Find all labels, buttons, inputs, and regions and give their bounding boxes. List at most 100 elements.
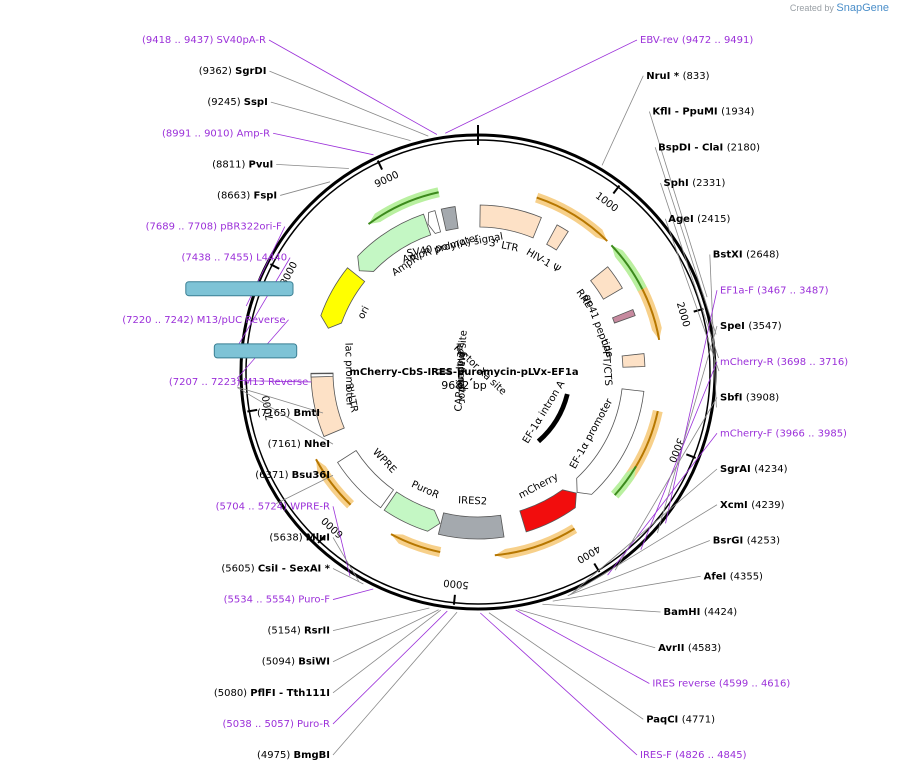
feature-rre-3[interactable] [590,266,623,300]
site-avrii[interactable]: AvrII (4583) [658,643,721,654]
site-cap-binding-site[interactable]: CAP binding site [185,281,294,297]
site-kfli-ppumi[interactable]: KflI - PpuMI (1934) [652,107,754,118]
site-bspdi-clai[interactable]: BspDI - ClaI (2180) [658,142,760,153]
primer-binding-arrow-6[interactable] [316,459,355,509]
leader-ebv-rev [445,39,638,134]
feature-ires2-8[interactable] [437,512,505,540]
svg-text:(7161) NheI: (7161) NheI [268,439,330,450]
feature-factor-xa-site-18[interactable] [469,377,473,381]
site-ires-f[interactable]: IRES-F (4826 .. 4845) [640,750,747,761]
site-ef1a-f[interactable]: EF1a-F (3467 .. 3487) [720,285,829,296]
feature-3-ltr-1[interactable] [479,204,542,239]
svg-text:(7220 .. 7242) M13/pUC Reverse: (7220 .. 7242) M13/pUC Reverse [122,315,285,326]
feature-label-lac-promoter-12: lac promoter [342,343,354,408]
site-l4440[interactable]: (7438 .. 7455) L4440 [181,253,287,264]
feature-wpre-10[interactable] [337,449,395,509]
site-sspi[interactable]: (9245) SspI [207,97,267,108]
tick-label-3000: 3000 [666,436,686,464]
site-m13-puc-reverse[interactable]: (7220 .. 7242) M13/pUC Reverse [122,315,285,326]
site-bamhi[interactable]: BamHI (4424) [664,607,738,618]
site-fspi[interactable]: (8663) FspI [217,190,277,201]
site-position: (4975) [257,750,293,761]
leader-pflfi-tth111i [332,609,442,694]
site-position: (1934) [721,107,754,118]
leader-bmti [237,386,324,414]
feature-lac-promoter-12[interactable] [310,373,334,378]
feature-cppt-cts-5[interactable] [621,353,646,368]
feature-ampr-promoter-15[interactable] [427,210,442,234]
site-bsrgi[interactable]: BsrGI (4253) [713,536,780,547]
site-mlui[interactable]: (5638) MluI [269,532,330,543]
svg-text:KflI - PpuMI (1934): KflI - PpuMI (1934) [652,107,754,118]
site-position: (4355) [730,571,763,582]
site-name: BamHI [664,607,704,618]
site-mcherry-r[interactable]: mCherry-R (3698 .. 3716) [720,357,848,368]
site-sgrdi[interactable]: (9362) SgrDI [199,66,267,77]
feature-3-ltr-11[interactable] [310,372,345,438]
site-position: (4234) [754,464,787,475]
site-agei[interactable]: AgeI (2415) [668,214,730,225]
site-sbfi[interactable]: SbfI (3908) [720,393,779,404]
feature-hiv-1-2[interactable] [546,224,569,251]
feature-cap-binding-site-21[interactable] [436,368,452,371]
svg-text:(5605) CsiI - SexAI *: (5605) CsiI - SexAI * [221,563,330,574]
site-puro-r[interactable]: (5038 .. 5057) Puro-R [222,719,330,730]
site-xcmi[interactable]: XcmI (4239) [720,500,785,511]
site-rsrii[interactable]: (5154) RsrII [268,626,330,637]
feature-gp41-peptide-4[interactable] [611,309,636,324]
feature-mcherry-7[interactable] [519,489,577,533]
site-bmgbi[interactable]: (4975) BmgBI [257,750,330,761]
feature-label-ires2-8: IRES2 [458,495,487,507]
svg-text:(5704 .. 5724) WPRE-R: (5704 .. 5724) WPRE-R [216,501,330,512]
site-nrui[interactable]: NruI * (833) [646,71,709,82]
site-bmti[interactable]: (7165) BmtI [257,408,320,419]
site-pflfi-tth111i[interactable]: (5080) PflFI - Tth111I [214,688,330,699]
site-bstxi[interactable]: BstXI (2648) [713,250,780,261]
site-pbr322ori-f[interactable]: (7689 .. 7708) pBR322ori-F [146,222,282,233]
site-paqci[interactable]: PaqCI (4771) [646,714,715,725]
feature-lac-operator-20[interactable] [436,372,452,375]
svg-text:mCherry-R (3698 .. 3716): mCherry-R (3698 .. 3716) [720,357,848,368]
site-name: NheI [304,439,330,450]
site-bsiwi[interactable]: (5094) BsiWI [262,657,330,668]
site-name: PvuI [249,159,274,170]
svg-text:(5094) BsiWI: (5094) BsiWI [262,657,330,668]
site-sv40pa-r[interactable]: (9418 .. 9437) SV40pA-R [142,35,266,46]
svg-text:BspDI - ClaI (2180): BspDI - ClaI (2180) [658,142,760,153]
feature-puror-9[interactable] [383,491,441,532]
leader-nrui [601,75,644,166]
site-pvui[interactable]: (8811) PvuI [212,159,273,170]
primer-binding-arrow-4[interactable] [494,524,578,559]
feature-sv40-poly-a-signal-16[interactable] [440,206,459,232]
feature-ampr-14[interactable] [357,213,432,272]
site-position: (5704 .. 5724) [216,501,291,512]
site-amp-r[interactable]: (8991 .. 9010) Amp-R [162,128,270,139]
site-name: KflI - PpuMI [652,107,721,118]
site-mcherry-f[interactable]: mCherry-F (3966 .. 3985) [720,428,847,439]
site-afei[interactable]: AfeI (4355) [704,571,763,582]
primer-binding-arrow-2[interactable] [615,251,662,340]
site-ebv-rev[interactable]: EBV-rev (9472 .. 9491) [640,35,753,46]
site-lac-operator[interactable]: lac operator [213,343,298,359]
site-m13-reverse[interactable]: (7207 .. 7223) M13 Reverse [169,377,308,388]
feature-label-lac-operator-20: lac operator [454,342,468,404]
leader-fspi [280,181,331,196]
site-bsu36i[interactable]: (6371) Bsu36I [255,470,330,481]
site-name: IRES-F [640,750,675,761]
feature-ef-1-promoter-6[interactable] [576,388,645,495]
site-nhei[interactable]: (7161) NheI [268,439,330,450]
site-spei[interactable]: SpeI (3547) [720,321,782,332]
site-puro-f[interactable]: (5534 .. 5554) Puro-F [224,595,331,606]
svg-text:BstXI (2648): BstXI (2648) [713,250,780,261]
site-wpre-r[interactable]: (5704 .. 5724) WPRE-R [216,501,330,512]
feature-ori-13[interactable] [320,267,366,329]
site-csii-sexai[interactable]: (5605) CsiI - SexAI * [221,563,330,574]
site-position: (2648) [746,250,779,261]
site-position: (4253) [747,536,780,547]
site-position: (833) [683,71,710,82]
site-ires-reverse[interactable]: IRES reverse (4599 .. 4616) [652,679,790,690]
feature-ef-1-intron-a-17[interactable] [536,393,570,444]
leader-amp-r [273,132,374,156]
site-sgrai[interactable]: SgrAI (4234) [720,464,788,475]
site-sphi[interactable]: SphI (2331) [664,178,726,189]
